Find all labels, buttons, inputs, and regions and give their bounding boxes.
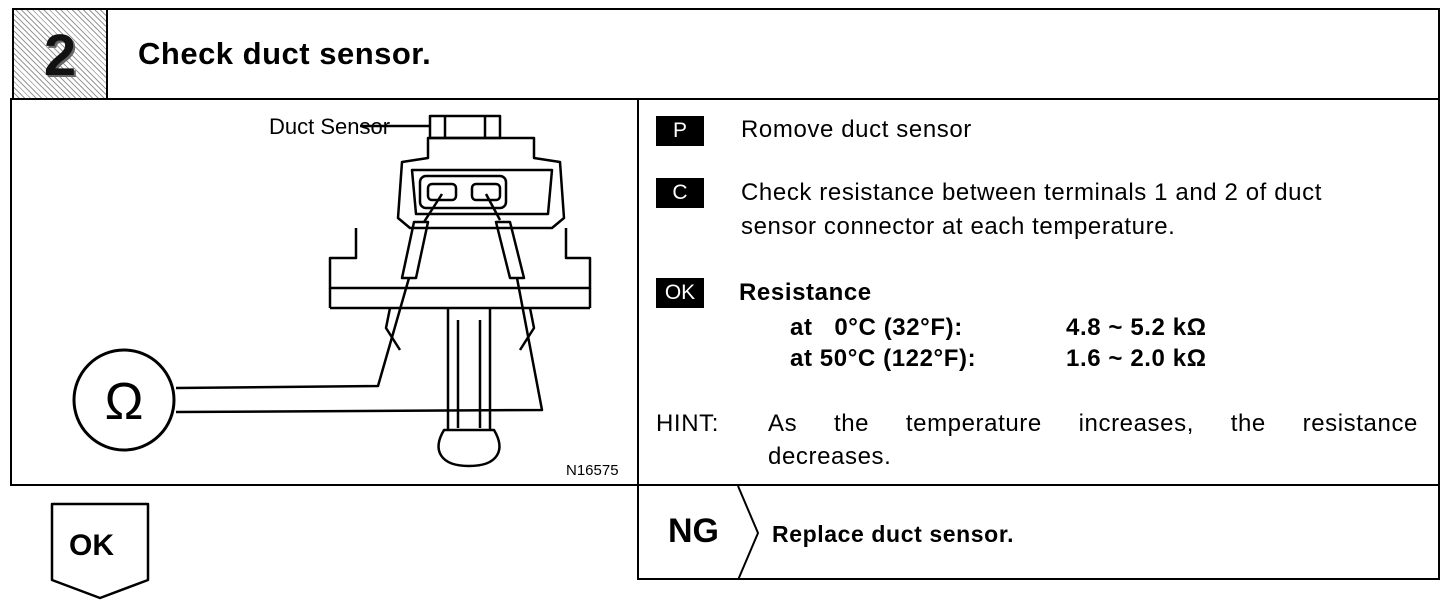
content-box: [10, 98, 1440, 486]
prepare-badge: P: [656, 116, 704, 146]
ng-arrow-icon: [737, 486, 760, 580]
sensor-top-tab: [428, 114, 502, 140]
resistance-row-value: 1.6 ~ 2.0 kΩ: [1066, 345, 1207, 372]
ok-badge: OK: [656, 278, 704, 308]
prepare-text: Romove duct sensor: [741, 116, 972, 143]
connector-housing: [396, 136, 566, 230]
sensing-tip: [437, 428, 501, 468]
sensor-body: [328, 228, 592, 290]
terminal-cavity: [418, 174, 508, 210]
check-badge: C: [656, 178, 704, 208]
step-title: Check duct sensor.: [138, 36, 432, 71]
lead-wire-2: [175, 277, 544, 414]
check-text-line2: sensor connector at each temperature.: [741, 213, 1176, 240]
duct-sensor-illustration: [72, 114, 592, 468]
hint-label: HINT:: [656, 410, 719, 437]
lead-wire-1: [175, 277, 411, 390]
probe-1-tip: [422, 193, 444, 223]
terminal-1: [426, 182, 458, 202]
figure-id: N16575: [566, 462, 619, 479]
ng-label: NG: [668, 512, 719, 550]
step-number-box: 2: [12, 8, 108, 100]
probe-1-body: [400, 220, 430, 280]
probe-2-tip: [484, 193, 502, 221]
hint-text-line1: As the temperature increases, the resist…: [768, 410, 1418, 437]
ohmmeter-circle: [72, 348, 176, 452]
right-clip: [518, 307, 536, 351]
probe-2-body: [494, 220, 526, 280]
ohm-symbol: Ω: [104, 373, 144, 431]
step-number: 2: [43, 23, 77, 88]
resistance-row-condition: at 50°C (122°F):: [790, 345, 977, 372]
ng-result-box: [637, 486, 1440, 580]
resistance-row-condition: at 0°C (32°F):: [790, 314, 963, 341]
ok-label: OK: [69, 529, 114, 562]
hint-text-line2: decreases.: [768, 443, 892, 470]
resistance-row-value: 4.8 ~ 5.2 kΩ: [1066, 314, 1207, 341]
ng-action: Replace duct sensor.: [772, 521, 1015, 547]
resistance-heading: Resistance: [739, 279, 872, 306]
terminal-2: [470, 182, 502, 202]
check-text-line1: Check resistance between terminals 1 and…: [741, 179, 1322, 206]
left-clip: [384, 307, 402, 351]
column-divider: [637, 98, 639, 486]
title-box: [106, 8, 1440, 100]
ok-arrow-icon: [50, 502, 150, 600]
